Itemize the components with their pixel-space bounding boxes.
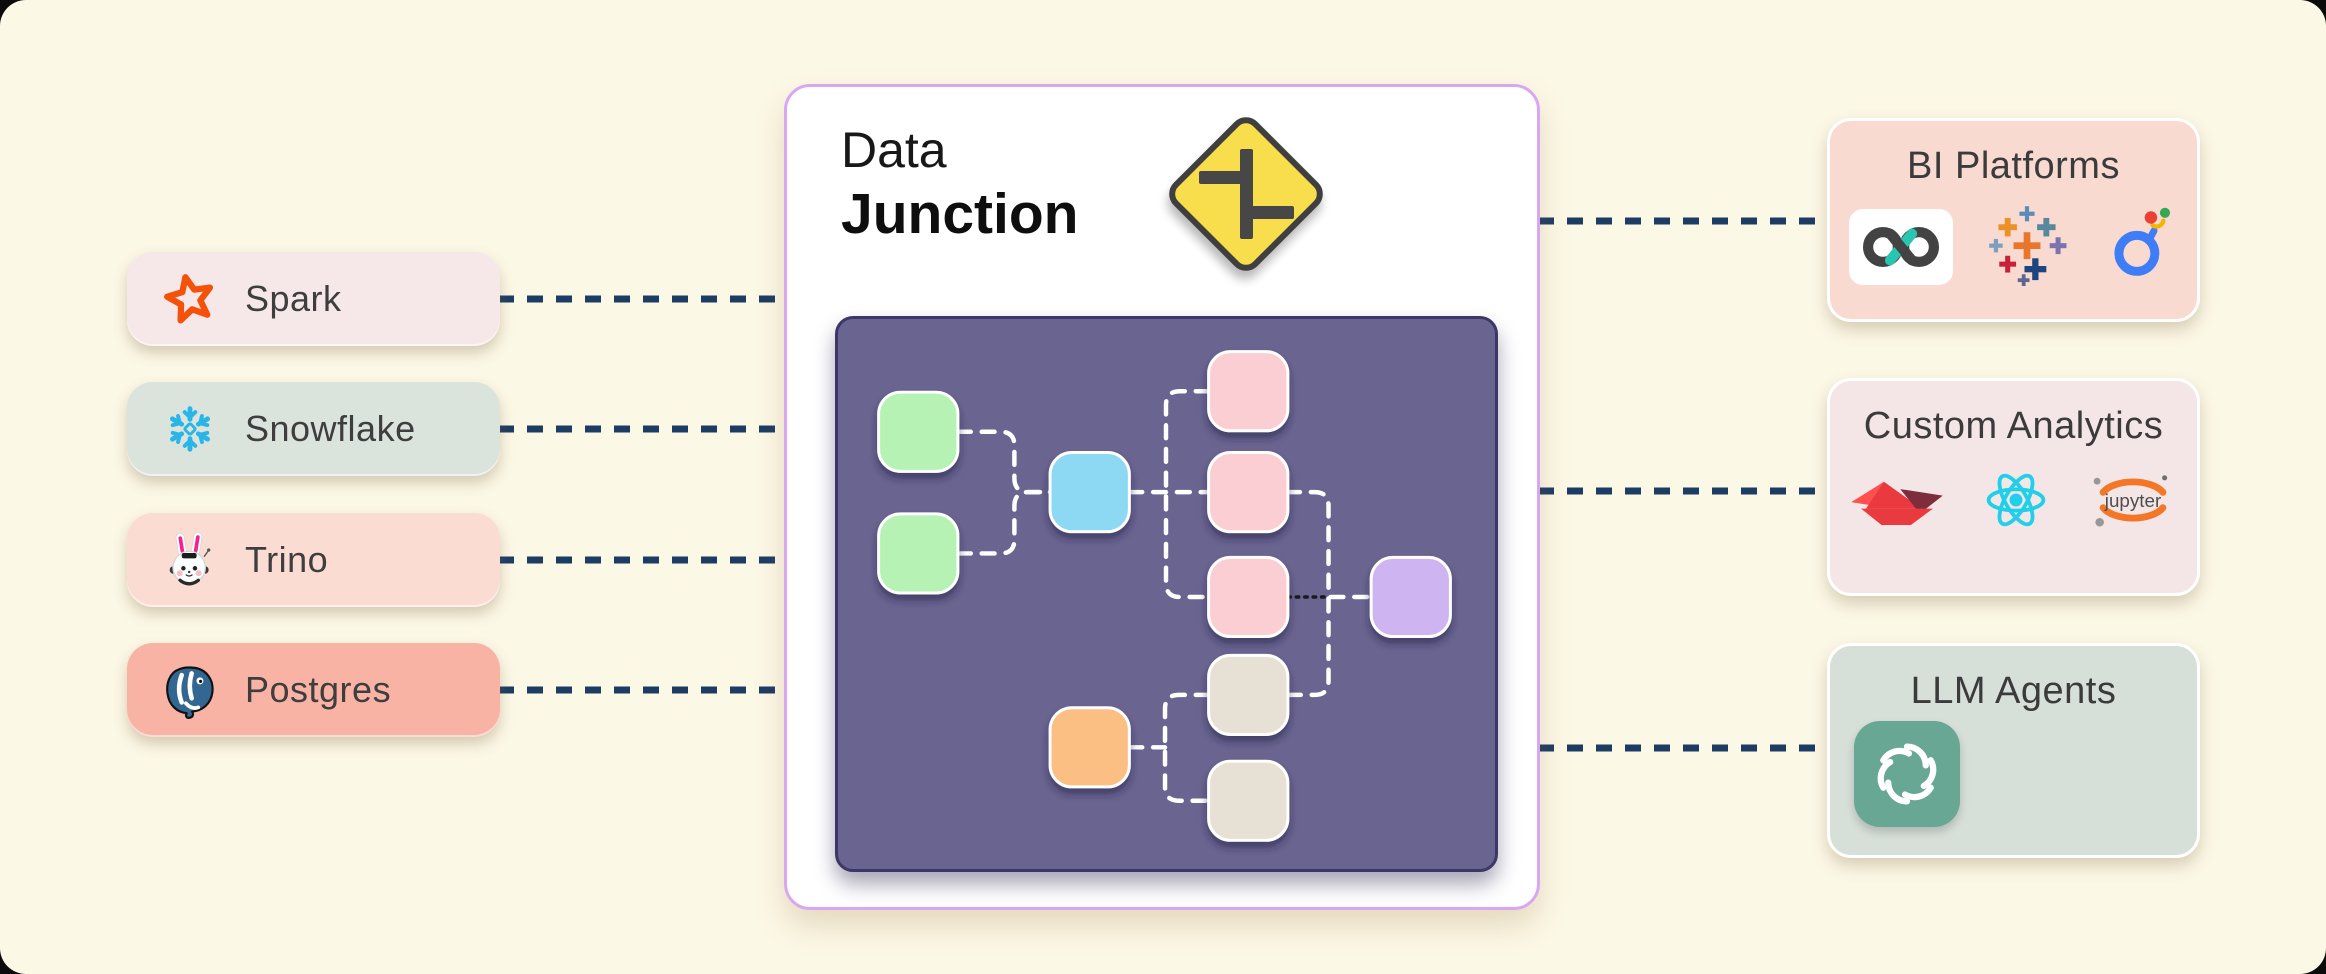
dag-node-pink-3	[1207, 555, 1290, 639]
snowflake-icon	[161, 400, 219, 458]
source-card-spark: Spark	[127, 252, 500, 346]
source-label: Postgres	[245, 669, 392, 710]
sign-roads	[1199, 149, 1294, 239]
destination-title: LLM Agents	[1910, 670, 2117, 712]
openai-icon	[1854, 721, 1960, 827]
destination-title: Custom Analytics	[1863, 405, 2164, 447]
superset-infinity-icon	[1848, 208, 1953, 285]
bi-icons-row	[1848, 202, 2179, 291]
dag-node-orange	[1048, 706, 1131, 789]
tableau-icon	[1985, 202, 2069, 291]
dag-node-beige-2	[1207, 759, 1290, 842]
destination-title: BI Platforms	[1907, 145, 2120, 187]
source-card-postgres: Postgres	[127, 643, 500, 737]
streamlit-icon	[1848, 471, 1946, 535]
llm-icons-row	[1854, 721, 1960, 827]
custom-analytics-icons-row: jupyter	[1848, 462, 2180, 543]
looker-icon	[2101, 205, 2179, 288]
dag-node-beige-1	[1207, 653, 1290, 736]
jupyter-wordmark: jupyter	[2103, 490, 2160, 511]
destination-card-custom-analytics: Custom Analytics	[1827, 378, 2200, 596]
hub-title-line1: Data	[841, 122, 947, 178]
source-label: Trino	[245, 539, 329, 580]
source-card-snowflake: Snowflake	[127, 382, 500, 476]
dag-graph	[877, 350, 1452, 842]
dag-node-pink-1	[1207, 350, 1290, 433]
jupyter-icon: jupyter	[2086, 470, 2180, 535]
spark-star-icon	[161, 270, 219, 328]
data-junction-card: Data Junction	[784, 84, 1540, 910]
hub-title-line2: Junction	[841, 182, 1079, 246]
dag-node-pink-2	[1207, 451, 1290, 534]
trino-bunny-icon	[161, 531, 219, 589]
react-icon	[1978, 462, 2054, 543]
dag-dashed-edges	[955, 388, 1374, 803]
postgres-elephant-icon	[161, 661, 219, 719]
junction-road-sign-icon	[1162, 110, 1330, 278]
source-label: Snowflake	[245, 408, 416, 449]
source-card-trino: Trino	[127, 513, 500, 607]
dag-node-blue	[1048, 451, 1131, 534]
destination-card-bi-platforms: BI Platforms	[1827, 118, 2200, 322]
dag-node-purple	[1369, 555, 1452, 639]
dag-node-green-1	[877, 390, 960, 473]
dag-panel	[835, 316, 1498, 872]
dag-node-green-2	[877, 512, 960, 595]
destination-card-llm-agents: LLM Agents	[1827, 643, 2200, 858]
source-label: Spark	[245, 278, 342, 319]
